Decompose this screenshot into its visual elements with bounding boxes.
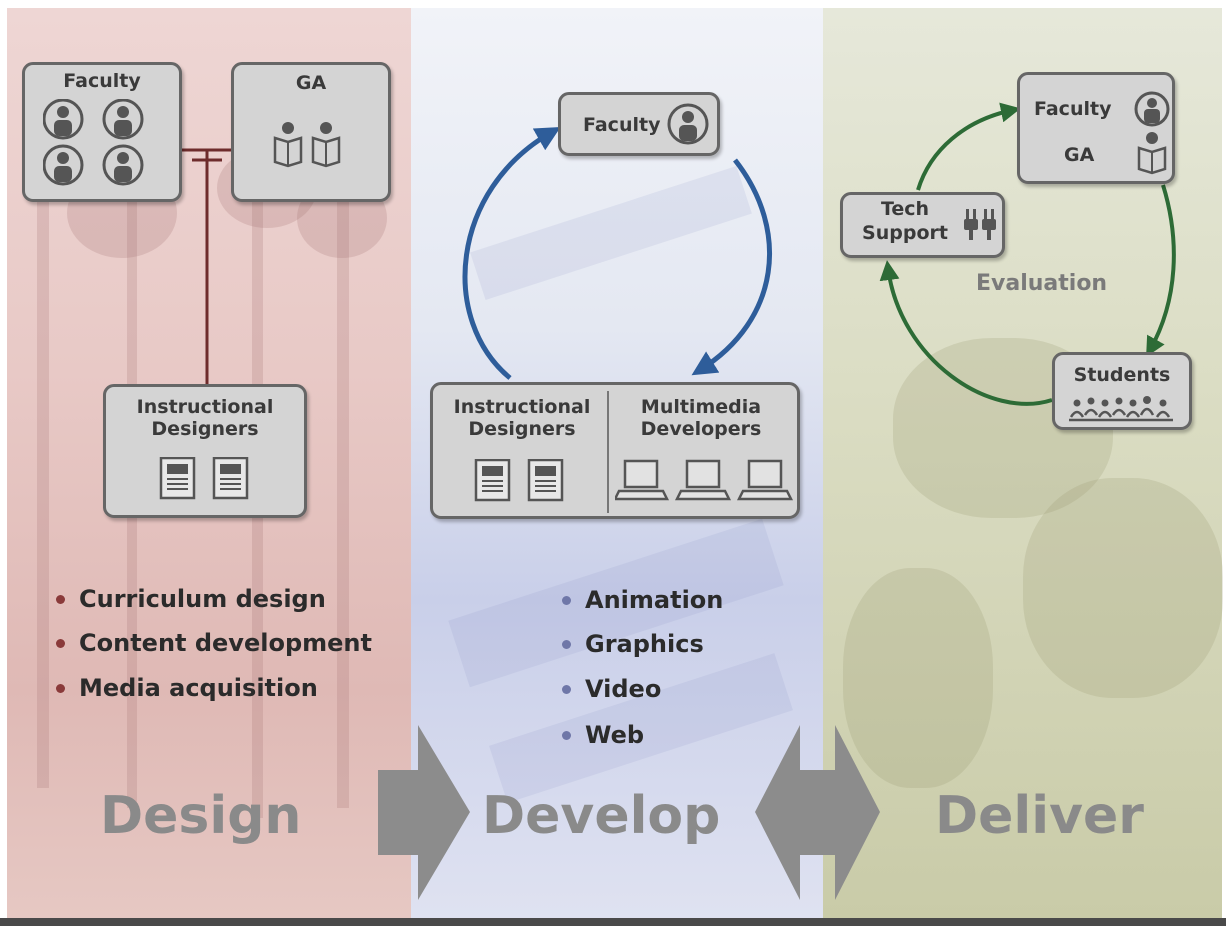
background-tree (337, 188, 349, 808)
develop-designers-line1: Instructional (453, 396, 591, 418)
design-to-develop-arrow (378, 725, 470, 900)
document-icon (474, 459, 511, 502)
design-bullet: Media acquisition (56, 673, 318, 703)
bullet-dot-icon (56, 638, 65, 648)
laptop-icon (736, 459, 794, 501)
deliver-faculty-label: Faculty (1034, 98, 1112, 120)
person-icon (102, 144, 144, 186)
develop-faculty-box: Faculty (558, 92, 720, 156)
develop-bullet-text: Web (585, 721, 645, 749)
deliver-tech-line2: Support (862, 222, 948, 244)
design-bullet-text: Curriculum design (79, 585, 326, 613)
plug-icon (964, 209, 996, 240)
evaluation-label: Evaluation (976, 271, 1108, 296)
develop-bullet: Video (562, 674, 661, 704)
design-designers-line1: Instructional (136, 396, 274, 418)
team-divider (607, 391, 609, 513)
reader-icon (1137, 132, 1167, 175)
person-icon (43, 99, 84, 140)
develop-team-box: Instructional Designers Multimedia Devel… (430, 382, 800, 519)
develop-bullet: Graphics (562, 629, 704, 659)
design-ga-icons (273, 122, 341, 168)
bottom-rule (0, 918, 1226, 926)
design-bullet: Content development (56, 628, 372, 658)
design-phase-title: Design (100, 786, 302, 846)
develop-bullet: Animation (562, 585, 723, 615)
design-bullet: Curriculum design (56, 584, 326, 614)
develop-deliver-double-arrow (755, 725, 880, 900)
design-ga-box: GA (231, 62, 391, 202)
document-icon (212, 457, 249, 500)
design-bullet-text: Content development (79, 629, 372, 657)
deliver-students-box: Students (1052, 352, 1192, 430)
design-instructional-designers-box: Instructional Designers (103, 384, 307, 518)
design-faculty-label: Faculty (63, 70, 141, 92)
deliver-tech-support-box: Tech Support (840, 192, 1005, 258)
develop-phase-title: Develop (482, 786, 721, 846)
background-tree (37, 68, 49, 788)
design-faculty-box: Faculty (22, 62, 182, 202)
develop-bullet: Web (562, 720, 644, 750)
reader-icon (311, 122, 341, 168)
develop-developers-icons (615, 459, 794, 501)
develop-cycle-arrows (462, 127, 773, 380)
design-bullet-text: Media acquisition (79, 674, 318, 702)
deliver-ga-label: GA (1064, 144, 1095, 166)
develop-bullet-text: Animation (585, 586, 724, 614)
design-ga-label: GA (295, 72, 327, 94)
develop-bullet-text: Video (585, 675, 662, 703)
person-icon (1134, 91, 1170, 127)
background-shape (1023, 478, 1223, 698)
develop-designers-icons (474, 459, 564, 502)
design-designers-icons (159, 457, 249, 500)
deliver-cycle-arrows (879, 102, 1176, 406)
develop-faculty-label: Faculty (583, 114, 661, 136)
reader-icon (273, 122, 303, 168)
deliver-phase-title: Deliver (935, 786, 1144, 846)
laptop-icon (674, 459, 732, 501)
develop-developers-line2: Developers (640, 418, 762, 440)
bullet-dot-icon (562, 595, 571, 605)
document-icon (159, 457, 196, 500)
deliver-faculty-ga-box: Faculty GA (1017, 72, 1175, 184)
bullet-dot-icon (562, 639, 571, 649)
develop-bullet-text: Graphics (585, 630, 704, 658)
develop-developers-line1: Multimedia (640, 396, 762, 418)
person-icon (43, 144, 84, 186)
design-designers-line2: Designers (151, 418, 259, 440)
design-connector (182, 148, 232, 386)
bullet-dot-icon (56, 594, 65, 604)
deliver-students-label: Students (1073, 364, 1171, 386)
bullet-dot-icon (562, 684, 571, 694)
background-shape (843, 568, 993, 788)
person-icon (667, 103, 709, 145)
document-icon (527, 459, 564, 502)
deliver-tech-line1: Tech (880, 198, 930, 220)
develop-designers-line2: Designers (468, 418, 576, 440)
bullet-dot-icon (562, 730, 571, 740)
bullet-dot-icon (56, 683, 65, 693)
person-icon (102, 99, 144, 140)
laptop-icon (615, 459, 670, 501)
design-faculty-icons (43, 99, 144, 186)
audience-icon (1069, 396, 1173, 422)
